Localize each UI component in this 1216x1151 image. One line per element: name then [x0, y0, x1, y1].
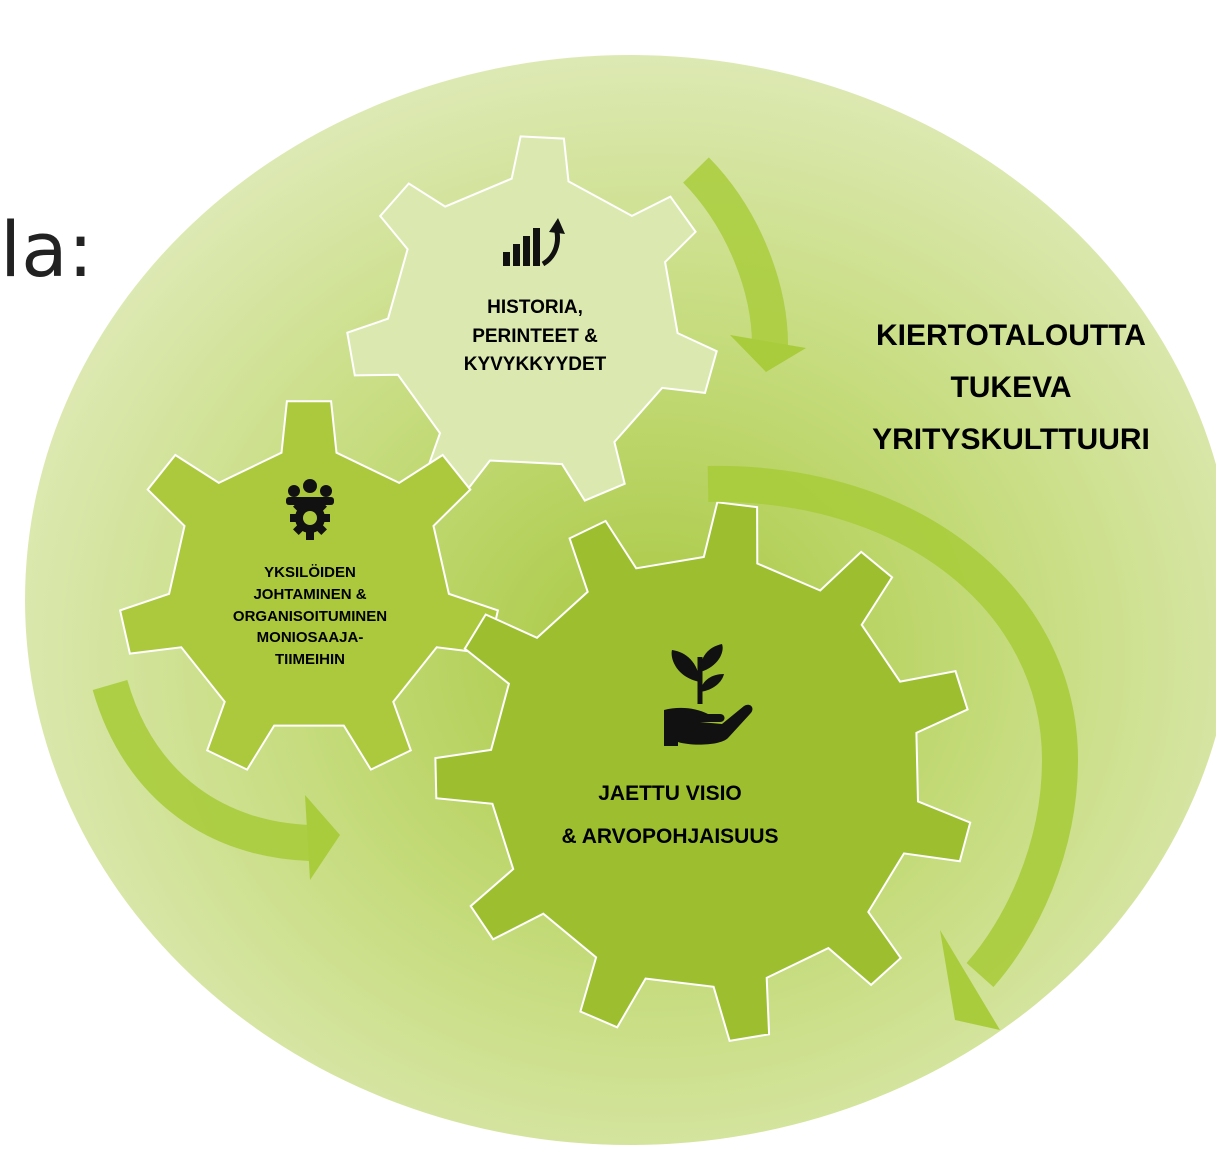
- culture-title: KIERTOTALOUTTA TUKEVA YRITYSKULTTUURI: [836, 310, 1186, 466]
- gear-vision-line-2: & ARVOPOHJAISUUS: [561, 825, 779, 848]
- gear-leadership: [118, 400, 500, 771]
- gear-leadership-line-4: MONIOSAAJA-: [256, 629, 364, 647]
- gear-leadership-line-5: TIIMEIHIN: [275, 651, 345, 668]
- growth-chart-icon: [503, 218, 565, 267]
- gear-left-shape: [118, 400, 500, 771]
- gear-leadership-label: YKSILÖIDEN JOHTAMINEN & ORGANISOITUMINEN…: [200, 562, 420, 671]
- gear-history-line-3: KYVYKKYYDET: [463, 354, 607, 375]
- gear-history-label: HISTORIA, PERINTEET & KYVYKKYYDET: [430, 294, 640, 380]
- gear-big-shape: [434, 501, 972, 1043]
- arrow-top-right: [682, 157, 788, 346]
- arrow-right-large: [707, 465, 1079, 987]
- gear-leadership-line-3: ORGANISOITUMINEN: [232, 607, 388, 625]
- heading-fragment: la:: [0, 205, 94, 294]
- gear-history-line-1: HISTORIA,: [487, 297, 583, 318]
- culture-title-line-2: TUKEVA: [950, 371, 1072, 404]
- gear-top-shape: [346, 135, 718, 502]
- arrow-right-large-head: [940, 930, 1000, 1030]
- gear-leadership-line-1: YKSILÖIDEN: [264, 564, 356, 581]
- gear-history-line-2: PERINTEET &: [472, 325, 598, 347]
- arrow-left-bottom-head: [305, 795, 340, 880]
- gear-vision-line-1: JAETTU VISIO: [598, 782, 742, 805]
- hand-plant-icon: [664, 644, 753, 746]
- culture-title-line-1: KIERTOTALOUTTA: [876, 319, 1146, 352]
- gear-history: [346, 135, 718, 502]
- arrow-left-bottom: [92, 679, 311, 861]
- arrow-top-right-head: [730, 335, 806, 372]
- culture-title-line-3: YRITYSKULTTUURI: [872, 423, 1150, 456]
- gear-vision: [434, 501, 972, 1043]
- gear-leadership-line-2: JOHTAMINEN &: [253, 585, 367, 603]
- team-gear-icon: [286, 479, 334, 540]
